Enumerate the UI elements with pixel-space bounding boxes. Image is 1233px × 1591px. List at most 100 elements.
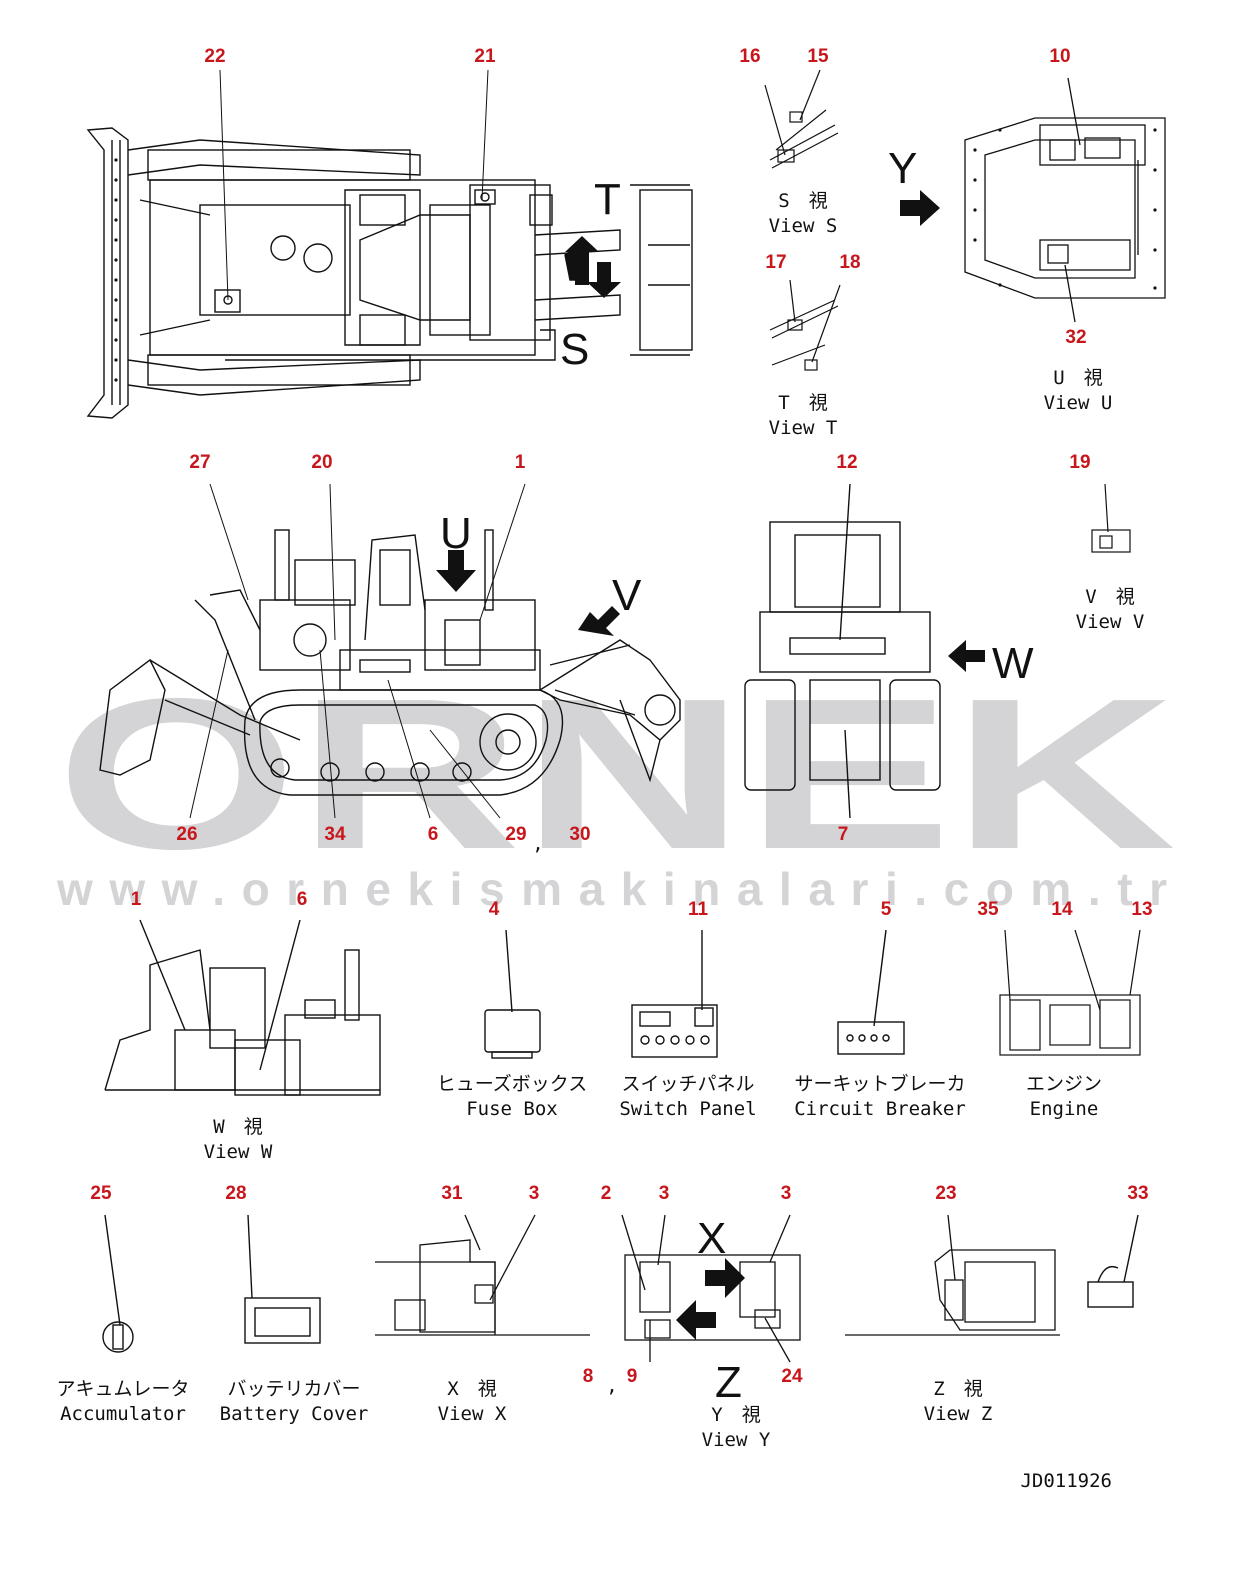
view-y-arrows: [676, 1258, 745, 1340]
caption-view-u-en: View U: [1044, 392, 1113, 414]
callout-5: 5: [881, 899, 892, 920]
caption-fuse-box-en: Fuse Box: [466, 1098, 558, 1120]
arrow-down-icon: [436, 550, 476, 592]
caption-view-u-jp: U 視: [1053, 367, 1102, 389]
callout-numbers: 22 21 16 15 10 17 18 32 27 20 1 12 19 26…: [90, 46, 1152, 1397]
caption-view-t-en: View T: [769, 417, 838, 439]
caption-view-v-en: View V: [1076, 611, 1145, 633]
arrow-right-icon: [705, 1258, 745, 1298]
caption-view-s-en: View S: [769, 215, 838, 237]
fuse-box-drawing: [484, 929, 541, 1059]
caption-view-w-jp: W 視: [213, 1116, 262, 1138]
callout-33: 33: [1127, 1183, 1148, 1204]
view-u-drawing: [964, 77, 1166, 323]
view-u-bolt-holes: [973, 128, 1157, 290]
callout-8: 8: [583, 1366, 594, 1387]
side-view-drawing: [99, 529, 681, 796]
caption-engine-en: Engine: [1030, 1098, 1099, 1120]
view-y-drawing: [621, 1214, 801, 1363]
callout-26: 26: [176, 824, 197, 845]
arrow-diagonal-icon: [578, 606, 620, 636]
caption-view-y-jp: Y 視: [711, 1404, 760, 1426]
caption-view-t-jp: T 視: [778, 392, 827, 414]
callout-21: 21: [474, 46, 496, 67]
caption-view-z-en: View Z: [924, 1403, 993, 1425]
view-letter-y: Y: [888, 144, 917, 193]
accumulator-drawing: [102, 1214, 134, 1353]
arrow-left-icon: [676, 1300, 716, 1340]
view-letter-z: Z: [715, 1358, 742, 1407]
caption-view-y-en: View Y: [702, 1429, 771, 1451]
engine-drawing: [999, 929, 1141, 1056]
view-x-drawing: [375, 1214, 590, 1336]
circuit-breaker-drawing: [837, 929, 905, 1055]
rear-view-drawing: [744, 483, 941, 819]
callout-18: 18: [839, 252, 860, 273]
view-letter-w: W: [992, 639, 1034, 688]
callout-28: 28: [225, 1183, 246, 1204]
callout-32: 32: [1065, 327, 1086, 348]
caption-accumulator-en: Accumulator: [60, 1403, 186, 1425]
callout-2: 2: [601, 1183, 612, 1204]
callout-7: 7: [838, 824, 849, 845]
caption-view-s-jp: S 視: [778, 190, 827, 212]
callout-9: 9: [627, 1366, 638, 1387]
callout-20: 20: [311, 452, 332, 473]
view-w-drawing: [104, 919, 381, 1096]
callout-1: 1: [515, 452, 526, 473]
callout-30: 30: [569, 824, 590, 845]
callout-6: 6: [428, 824, 439, 845]
caption-view-x-en: View X: [438, 1403, 507, 1425]
separator-comma-2: ,: [606, 1375, 617, 1397]
callout-14: 14: [1051, 899, 1073, 920]
caption-circuit-breaker-jp: サーキットブレーカ: [794, 1072, 965, 1095]
arrow-down-icon: [587, 262, 621, 298]
callout-35: 35: [977, 899, 999, 920]
caption-view-v-jp: V 視: [1085, 586, 1134, 608]
callout-11: 11: [688, 899, 709, 920]
callout-17: 17: [765, 252, 786, 273]
view-t-drawing: [769, 279, 841, 371]
callout-6-view-w: 6: [297, 889, 308, 910]
callout-29: 29: [505, 824, 526, 845]
watermark: ORNEK www.ornekismakinalari.com.tr: [56, 653, 1176, 915]
caption-view-z-jp: Z 視: [933, 1378, 982, 1400]
view-letter-u: U: [440, 509, 472, 558]
callout-27: 27: [189, 452, 210, 473]
direction-arrows-top-view: [565, 236, 621, 298]
view-arrows-side: [436, 550, 620, 636]
caption-switch-panel-jp: スイッチパネル: [621, 1073, 754, 1095]
caption-view-w-en: View W: [204, 1141, 273, 1163]
arrow-right-icon: [900, 190, 940, 226]
view-s-drawing: [764, 69, 839, 169]
callout-16: 16: [739, 46, 760, 67]
view-letter-v: V: [612, 571, 642, 620]
label-33-drawing: [1087, 1214, 1139, 1308]
callout-19: 19: [1069, 452, 1090, 473]
view-letter-x: X: [697, 1214, 726, 1263]
callout-34: 34: [324, 824, 346, 845]
view-z-drawing: [845, 1214, 1060, 1336]
callout-24: 24: [781, 1366, 803, 1387]
caption-circuit-breaker-en: Circuit Breaker: [794, 1098, 966, 1120]
callout-13: 13: [1131, 899, 1152, 920]
callout-4: 4: [489, 899, 500, 920]
callout-1-view-w: 1: [131, 889, 142, 910]
drawing-id: JD011926: [1020, 1470, 1112, 1492]
caption-view-x-jp: X 視: [447, 1378, 496, 1400]
callout-3-view-y-right: 3: [781, 1183, 792, 1204]
separator-comma: ,: [532, 833, 543, 855]
callout-23: 23: [935, 1183, 956, 1204]
arrow-left-icon: [948, 640, 985, 672]
callout-31: 31: [441, 1183, 463, 1204]
caption-battery-cover-jp: バッテリカバー: [227, 1378, 360, 1400]
arrow-up-icon: [565, 236, 599, 285]
callout-10: 10: [1049, 46, 1070, 67]
callout-15: 15: [807, 46, 829, 67]
view-v-drawing: [1091, 483, 1131, 553]
view-letter-s: S: [560, 325, 589, 374]
watermark-brand: ORNEK: [56, 653, 1176, 894]
switch-panel-drawing: [631, 930, 718, 1058]
